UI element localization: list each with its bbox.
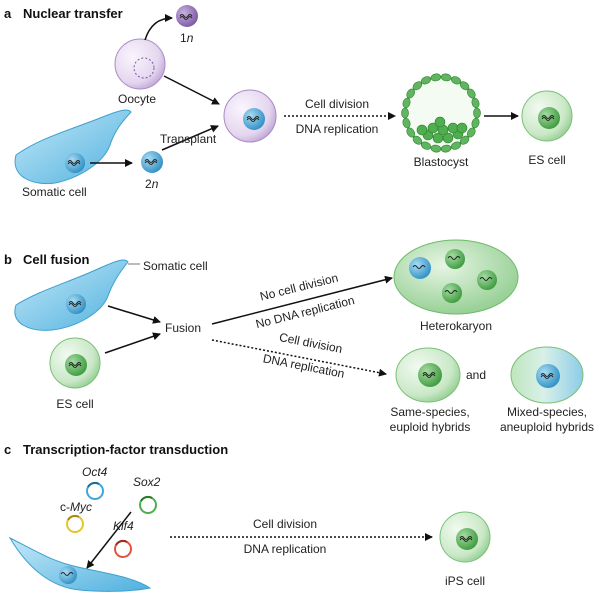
hybrid1-line1: Same-species, (390, 405, 469, 419)
trophectoderm-cell (401, 107, 409, 119)
trophectoderm-cell (402, 117, 411, 129)
lower-arrow-bottom-label: DNA replication (262, 351, 346, 381)
trophectoderm-cell (406, 127, 415, 138)
panel-a-arrow-bottom-label: DNA replication (296, 122, 379, 136)
inner-cell-mass-cell (416, 124, 428, 136)
inner-cell-mass-cell (447, 122, 459, 134)
arrow-fusion-to-heterokaryon (211, 275, 393, 325)
oct4-label: Oct4 (82, 465, 108, 479)
inner-cell-mass-cell (434, 116, 446, 128)
es-cell-b (49, 337, 101, 389)
inner-cell-mass-cell (456, 122, 468, 134)
lower-arrow-top-label: Cell division (278, 330, 344, 356)
oocyte-label: Oocyte (118, 92, 156, 106)
reconstructed-oocyte (223, 89, 277, 143)
somatic-nucleus-2n (141, 151, 163, 173)
trophectoderm-cell (467, 88, 476, 99)
trophectoderm-cell (459, 135, 470, 145)
and-label: and (466, 368, 486, 382)
heterokaryon-label: Heterokaryon (420, 319, 492, 333)
oct4-plasmid (86, 481, 104, 500)
ips-cell (439, 511, 491, 563)
panel-c: c Transcription-factor transduction Oct4… (4, 442, 491, 592)
panel-c-arrow-bottom-label: DNA replication (244, 542, 327, 556)
trophectoderm-cell (440, 73, 452, 82)
arrow-oocyte-to-1n (144, 14, 173, 41)
inner-cell-mass-cell (427, 122, 439, 134)
trophectoderm-cell (450, 76, 462, 85)
mixed-species-hybrid (510, 346, 584, 404)
trophectoderm-cell (471, 117, 480, 129)
somatic-cell-b (14, 259, 129, 331)
trophectoderm-cell (459, 81, 470, 91)
panel-c-letter: c (4, 442, 11, 457)
trophectoderm-cell (412, 81, 423, 91)
trophectoderm-cell (406, 88, 415, 99)
sox2-plasmid (139, 495, 157, 514)
panel-b-title: Cell fusion (23, 252, 90, 267)
es-cell-b-label: ES cell (56, 397, 93, 411)
trophectoderm-cell (430, 144, 442, 153)
trophectoderm-cell (420, 76, 432, 85)
hybrid2-line2: aneuploid hybrids (500, 420, 594, 434)
panel-c-title: Transcription-factor transduction (23, 442, 228, 457)
somatic-cell-a (14, 109, 132, 185)
klf4-plasmid (114, 539, 132, 558)
somatic-cell-c (8, 536, 152, 592)
oocyte-nucleus-1n (176, 5, 198, 27)
arrow-2n-to-reconstructed (161, 125, 219, 151)
trophectoderm-cell (471, 97, 480, 109)
arrow-oocyte-to-reconstructed (163, 75, 220, 105)
cmyc-plasmid (66, 514, 84, 533)
panel-b: b Cell fusion Somatic cell ES cell Fusio… (4, 239, 594, 434)
es-cell-a (521, 90, 573, 142)
inner-cell-mass-cell (442, 132, 454, 144)
blastocyst (401, 73, 481, 153)
klf4-label: Klf4 (113, 519, 134, 533)
ips-cell-label: iPS cell (445, 574, 485, 588)
somatic-cell-a-label: Somatic cell (22, 185, 87, 199)
arrow-es-to-fusion (104, 332, 161, 354)
trophectoderm-cell (450, 141, 462, 150)
panel-a-letter: a (4, 6, 12, 21)
transplant-label: Transplant (160, 132, 217, 146)
heterokaryon (393, 239, 519, 315)
es-cell-a-label: ES cell (528, 153, 565, 167)
trophectoderm-cell (402, 97, 411, 109)
panel-a-title: Nuclear transfer (23, 6, 123, 21)
hybrid1-line2: euploid hybrids (390, 420, 471, 434)
trophectoderm-cell (420, 141, 432, 150)
blastocyst-label: Blastocyst (414, 155, 469, 169)
arrow-fusion-to-hybrids (211, 339, 387, 377)
panel-a: a Nuclear transfer 1n Oocyte Somatic cel… (4, 5, 573, 199)
ploidy-2n-label: 2n (145, 177, 159, 191)
oocyte-cell (114, 38, 166, 90)
panel-a-arrow-top-label: Cell division (305, 97, 369, 111)
panel-c-arrow-top-label: Cell division (253, 517, 317, 531)
trophectoderm-cell (473, 107, 481, 119)
same-species-hybrid (395, 347, 461, 403)
trophectoderm-cell (412, 135, 423, 145)
panel-b-letter: b (4, 252, 12, 267)
ploidy-1n-label: 1n (180, 31, 194, 45)
arrow-factors-to-somatic (86, 511, 132, 569)
somatic-cell-b-label: Somatic cell (143, 259, 208, 273)
hybrid2-line1: Mixed-species, (507, 405, 587, 419)
arrow-somatic-to-fusion (107, 305, 161, 324)
sox2-label: Sox2 (133, 475, 161, 489)
cmyc-label: c-Myc (60, 500, 92, 514)
fusion-label: Fusion (165, 321, 201, 335)
trophectoderm-cell (467, 127, 476, 138)
